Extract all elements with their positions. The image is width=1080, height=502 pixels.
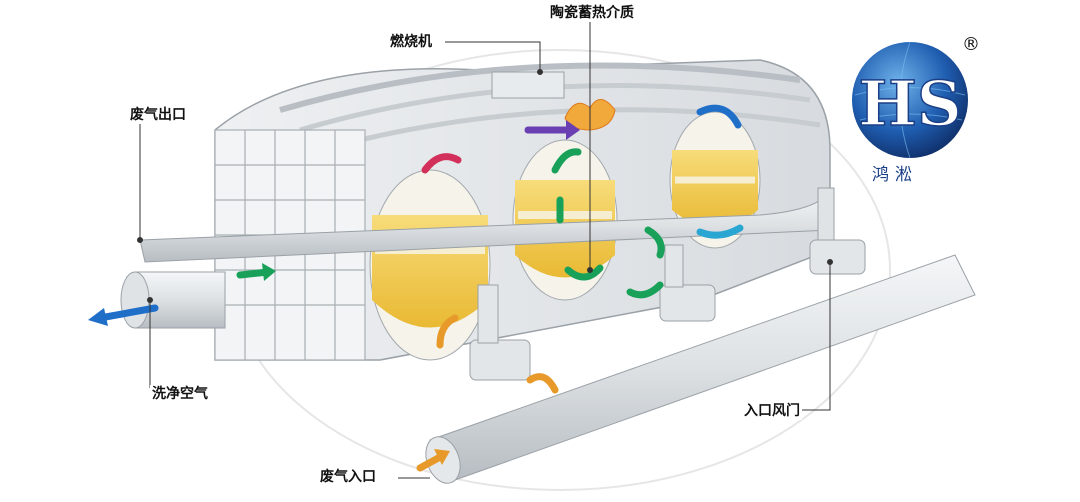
- arrow-lower-green: [626, 281, 664, 299]
- chamber-2: [512, 139, 618, 301]
- arrow-chamber3-bottom: [696, 224, 744, 239]
- arrow-chamber1-up: [436, 314, 459, 349]
- leader-lines: [137, 22, 833, 479]
- arrow-valve-flow: [526, 373, 559, 394]
- arrow-chamber3-top: [696, 104, 742, 129]
- brand-name: 鸿淞: [872, 165, 918, 185]
- arrow-clean-air-out: [96, 304, 159, 322]
- arrow-chamber1-top: [421, 153, 462, 174]
- logo-monogram: HS: [858, 67, 961, 140]
- registered-mark: ®: [962, 34, 980, 55]
- chamber-3: [669, 111, 761, 249]
- label-exhaust-outlet: 废气出口: [128, 106, 188, 124]
- hs-logo: [852, 41, 968, 159]
- label-ceramic-media: 陶瓷蓄热介质: [548, 4, 636, 22]
- arrow-chamber2-curve: [551, 148, 582, 174]
- arrow-clean-air-out-head: [88, 308, 108, 326]
- label-burner: 燃烧机: [388, 33, 434, 51]
- label-inlet-damper: 入口风门: [742, 402, 802, 420]
- riser-right: [817, 187, 835, 249]
- label-exhaust-inlet: 废气入口: [318, 468, 378, 486]
- arrow-inlet-flow: [416, 452, 446, 472]
- chamber-1: [369, 169, 491, 361]
- arrow-mid-green: [644, 226, 665, 259]
- globe-icon: [852, 42, 968, 158]
- label-clean-air: 洗净空气: [150, 385, 210, 403]
- arrow-chamber2-bottom: [564, 264, 604, 281]
- burner-box: [491, 71, 565, 99]
- flow-arrows: [88, 104, 744, 472]
- inlet-valves: [469, 239, 866, 381]
- outlet-pipe: [120, 271, 226, 329]
